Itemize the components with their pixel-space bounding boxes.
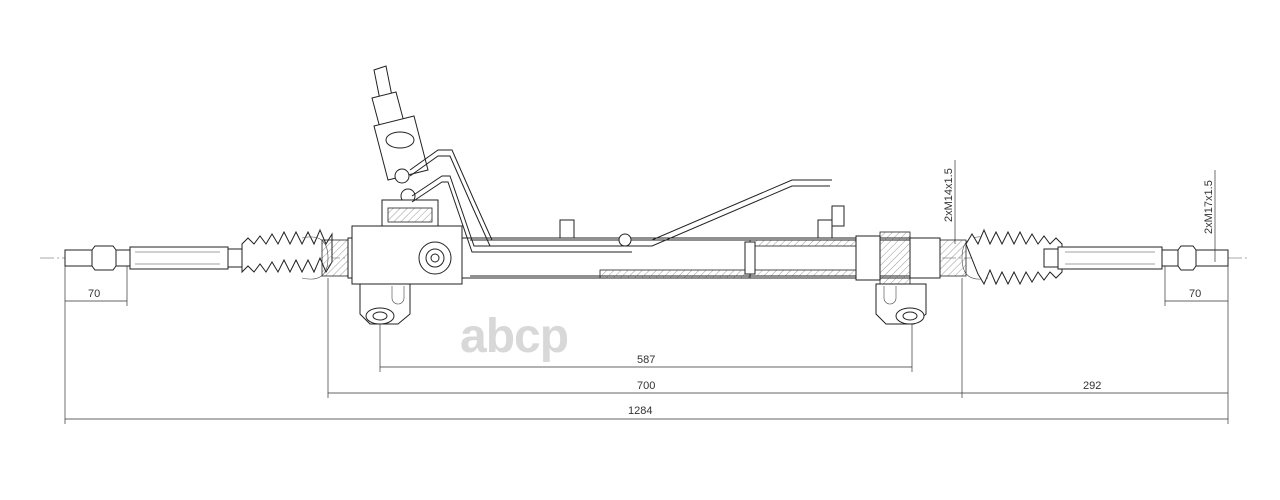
left-tie-rod (64, 245, 243, 271)
rack-housing (347, 219, 941, 285)
pinion-valve-tower (371, 65, 439, 227)
svg-text:1284: 1284 (628, 405, 652, 417)
thread-label-outer: 2xM17x1.5 (1203, 180, 1215, 234)
left-mount (359, 283, 411, 325)
thread-callout-outer: 2xM17x1.5 (1203, 170, 1216, 262)
right-tie-rod (1043, 245, 1229, 271)
dimension-700: 700 (328, 380, 962, 394)
dimension-left-70: 70 (65, 288, 127, 302)
hydraulic-pipes (409, 149, 845, 253)
svg-text:abcp: abcp (460, 310, 568, 363)
svg-text:70: 70 (88, 288, 100, 300)
thread-label-inner: 2xM14x1.5 (943, 168, 955, 222)
dimension-right-70: 70 (1165, 288, 1228, 302)
left-boot (241, 228, 349, 280)
extension-lines (64, 266, 1229, 424)
svg-text:70: 70 (1189, 288, 1201, 300)
svg-text:292: 292 (1083, 380, 1101, 392)
dimension-1284: 1284 (65, 405, 1228, 420)
right-boot (939, 228, 1063, 286)
svg-text:700: 700 (637, 380, 655, 392)
dimension-292: 292 (962, 380, 1228, 394)
watermark-logo: abcp (460, 310, 569, 363)
right-mount (875, 283, 927, 325)
svg-text:587: 587 (637, 354, 655, 366)
thread-callout-inner: 2xM14x1.5 (943, 160, 956, 244)
dimension-587: 587 (380, 354, 912, 368)
